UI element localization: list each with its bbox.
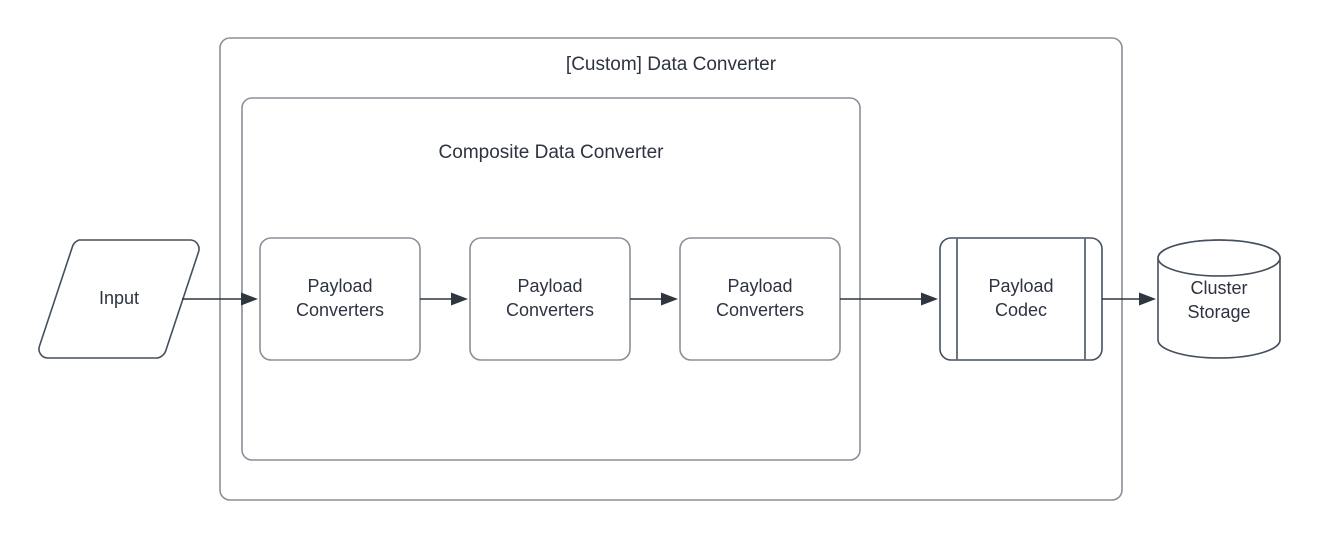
container-custom-data-converter[interactable] <box>219 37 1123 501</box>
node-cluster-storage-top-ellipse <box>1157 239 1281 277</box>
edge-payload-codec-to-cluster-storage <box>1102 292 1156 306</box>
node-payload-converters-3-shape[interactable] <box>679 237 841 361</box>
node-payload-converters-2-shape[interactable] <box>469 237 631 361</box>
node-input-shape[interactable] <box>38 239 200 359</box>
edge-payload-converters-3-to-payload-codec <box>840 292 938 306</box>
edge-payload-converters-2-to-3 <box>630 292 678 306</box>
node-payload-converters-1-shape[interactable] <box>259 237 421 361</box>
node-payload-codec-shape[interactable] <box>939 237 1103 361</box>
container-composite-data-converter[interactable] <box>241 97 861 461</box>
edge-payload-converters-1-to-2 <box>420 292 468 306</box>
edge-input-to-payload-converters-1 <box>182 292 258 306</box>
